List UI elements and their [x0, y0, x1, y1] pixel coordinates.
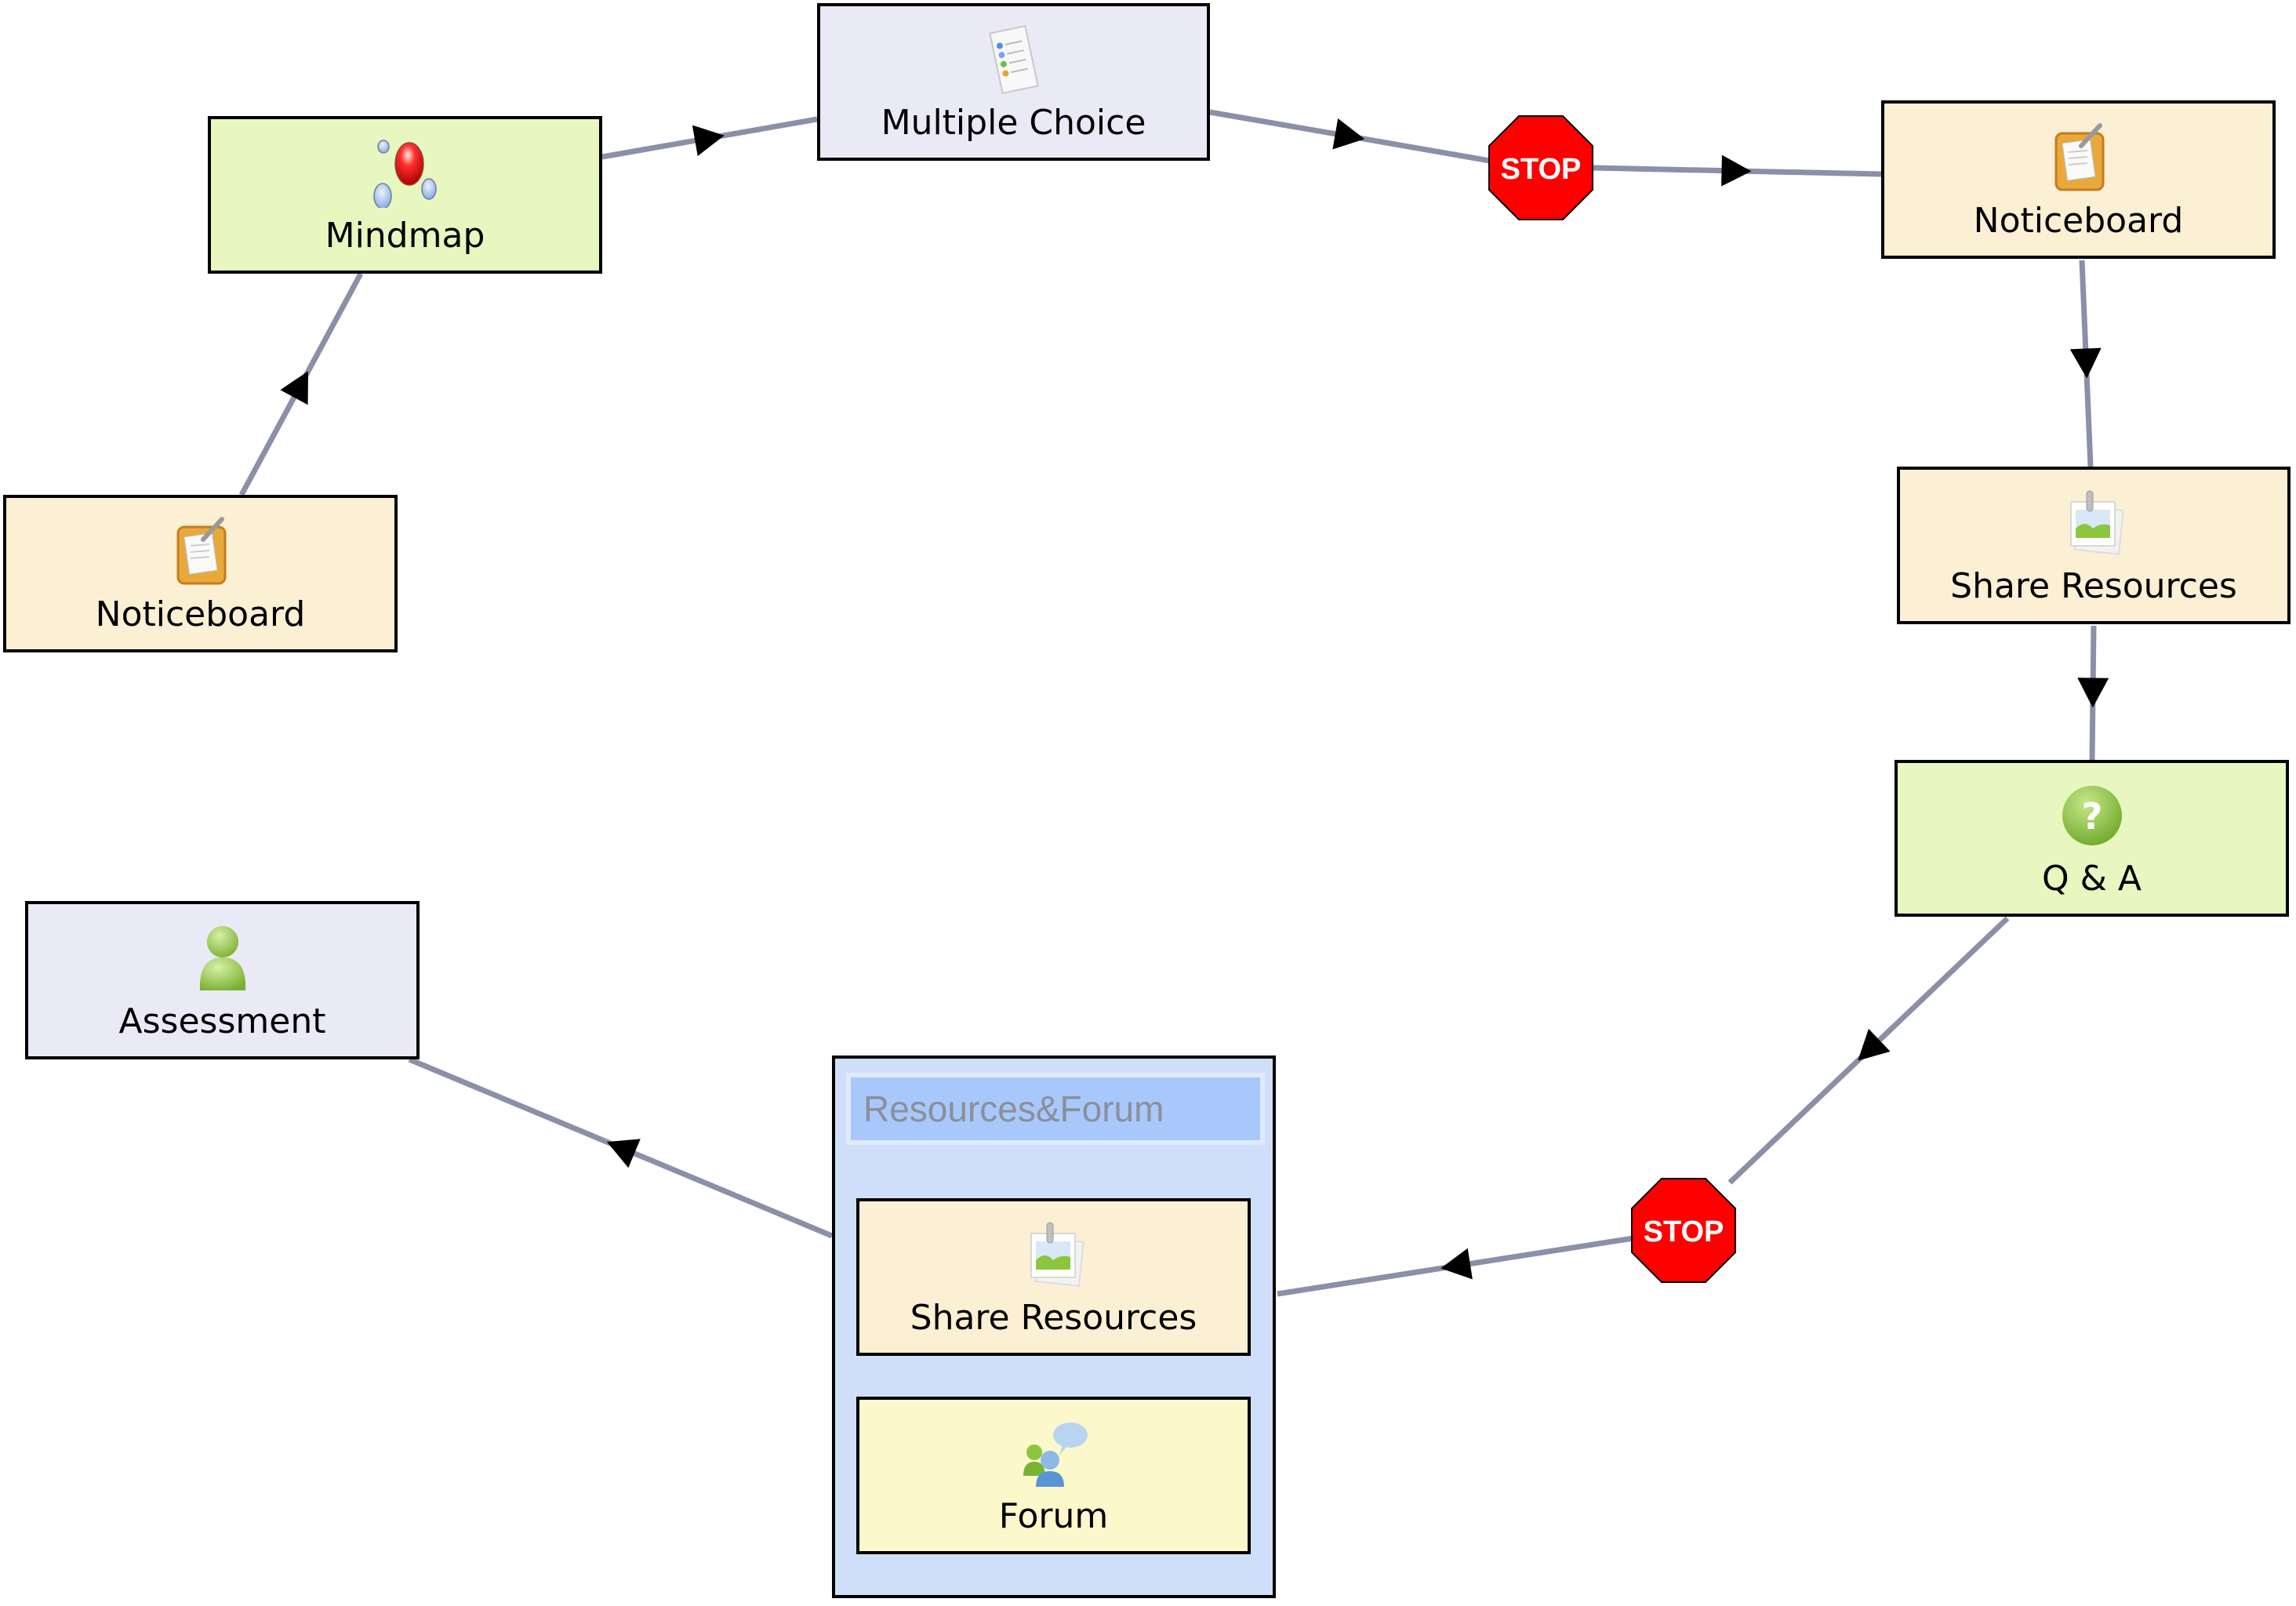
multiple-choice-icon: [988, 24, 1039, 95]
stop-label: STOP: [1644, 1215, 1724, 1248]
question-icon: ?: [2062, 786, 2122, 845]
group-title-text: Resources&Forum: [863, 1088, 1164, 1129]
node-label: Forum: [998, 1496, 1109, 1536]
node-label: Share Resources: [910, 1298, 1197, 1338]
arrowhead-icon: [280, 371, 309, 405]
node-multiple-choice[interactable]: Multiple Choice: [817, 3, 1210, 161]
node-label: Noticeboard: [1973, 201, 2184, 241]
node-share-resources-2[interactable]: Share Resources: [856, 1198, 1251, 1356]
arrowhead-icon: [2077, 678, 2109, 708]
node-assessment[interactable]: Assessment: [25, 901, 420, 1059]
forum-icon: [1023, 1423, 1088, 1487]
node-share-resources-1[interactable]: Share Resources: [1897, 467, 2291, 624]
svg-text:?: ?: [2081, 795, 2102, 838]
node-label: Mindmap: [325, 216, 485, 256]
node-forum[interactable]: Forum: [856, 1397, 1251, 1554]
node-label: Q & A: [2041, 859, 2142, 899]
arrowhead-icon: [1332, 118, 1365, 150]
node-qa[interactable]: ? Q & A: [1895, 760, 2289, 917]
mindmap-icon: [372, 140, 437, 208]
node-label: Noticeboard: [95, 594, 306, 634]
node-noticeboard-1[interactable]: Noticeboard: [3, 495, 398, 652]
stop-sign-1[interactable]: STOP: [1488, 114, 1594, 221]
node-label: Multiple Choice: [881, 103, 1146, 143]
stop-sign-icon: [1631, 1178, 1736, 1283]
arrowhead-icon: [1721, 154, 1752, 187]
stop-sign-2[interactable]: STOP: [1630, 1177, 1737, 1284]
arrowhead-icon: [1440, 1248, 1473, 1280]
arrowhead-icon: [2069, 347, 2102, 379]
arrowhead-icon: [1858, 1028, 1891, 1061]
arrowhead-icon: [692, 125, 725, 156]
node-label: Share Resources: [1950, 566, 2237, 606]
group-title: Resources&Forum: [846, 1073, 1265, 1145]
noticeboard-icon: [176, 517, 226, 585]
share-resources-icon: [2070, 490, 2124, 555]
assessment-icon: [199, 926, 245, 990]
noticeboard-icon: [2054, 123, 2104, 191]
stop-label: STOP: [1501, 153, 1582, 186]
share-resources-icon: [1030, 1222, 1084, 1287]
node-label: Assessment: [118, 1001, 326, 1041]
arrowhead-icon: [606, 1139, 641, 1168]
stop-sign-icon: [1488, 115, 1593, 220]
node-noticeboard-2[interactable]: Noticeboard: [1881, 100, 2276, 259]
node-mindmap[interactable]: Mindmap: [208, 116, 602, 274]
